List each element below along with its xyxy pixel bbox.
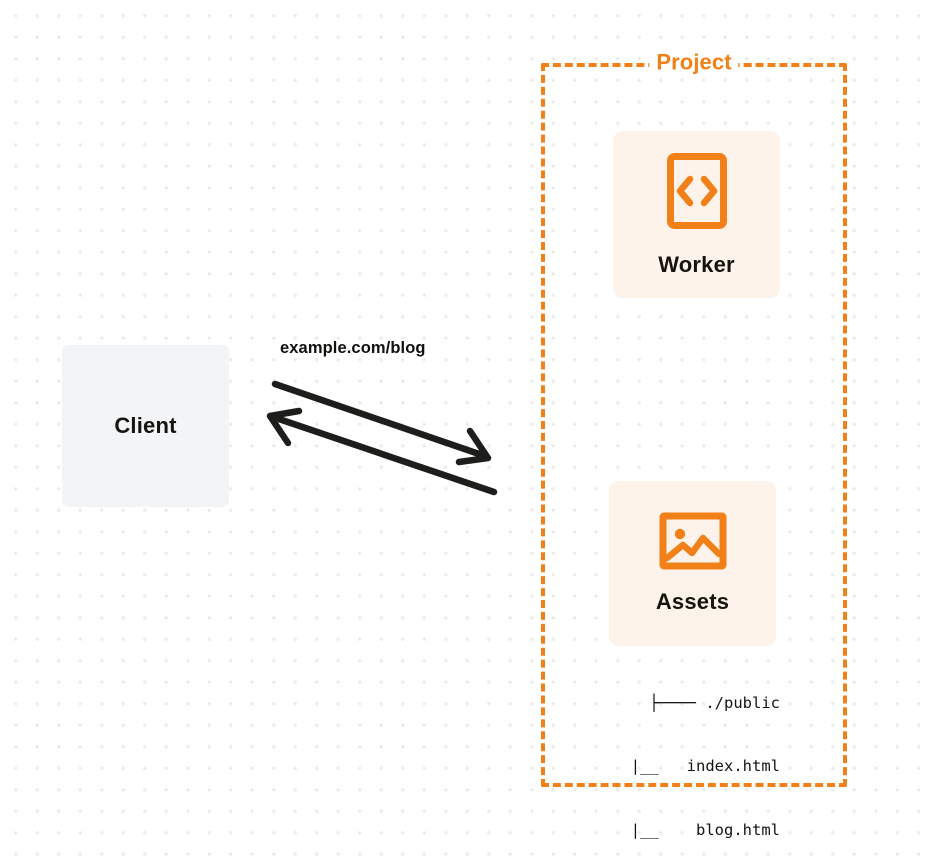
project-title: Project: [649, 49, 739, 76]
file-tree-line: |__ index.html: [630, 757, 780, 776]
project-container: Project: [541, 49, 847, 787]
worker-node[interactable]: Worker: [613, 131, 780, 298]
assets-file-tree: ├──── ./public |__ index.html |__ blog.h…: [588, 650, 780, 860]
assets-node[interactable]: Assets: [609, 481, 776, 646]
response-arrow: [266, 407, 498, 496]
code-brackets-icon: [666, 152, 728, 235]
image-icon: [659, 512, 727, 575]
client-label: Client: [114, 413, 177, 438]
request-arrow: [271, 380, 492, 466]
file-tree-line: ├──── ./public: [649, 693, 780, 712]
assets-label: Assets: [655, 589, 730, 614]
file-tree-line: |__ blog.html: [630, 821, 780, 840]
client-node[interactable]: Client: [62, 345, 229, 507]
worker-label: Worker: [658, 251, 735, 277]
connection-url-label: example.com/blog: [280, 339, 426, 357]
